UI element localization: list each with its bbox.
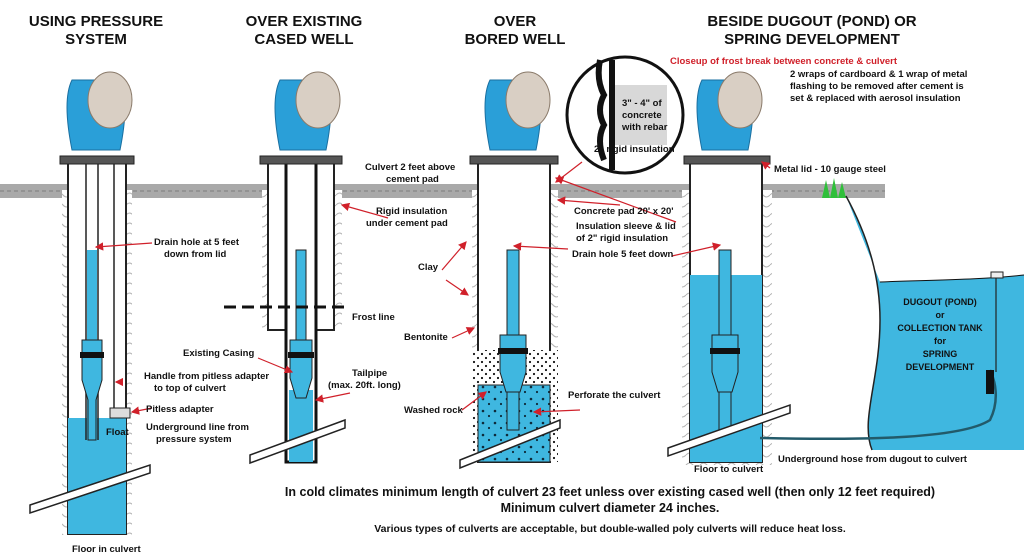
dugout-pond	[846, 196, 1024, 450]
label-concrete-pad: Concrete pad 20' x 20'	[574, 206, 674, 217]
label-handle-1: Handle from pitless adapter	[144, 371, 269, 382]
footer-line-2: Minimum culvert diameter 24 inches.	[501, 501, 720, 515]
heading-cased-1: OVER EXISTING	[246, 13, 363, 30]
label-insulation-sleeve-1: Insulation sleeve & lid	[576, 221, 676, 232]
label-washed-rock: Washed rock	[404, 405, 463, 416]
arrows	[94, 161, 771, 416]
heading-pressure-1: USING PRESSURE	[29, 13, 163, 30]
well-over-cased	[224, 71, 350, 465]
label-wraps-3: set & replaced with aerosol insulation	[790, 93, 961, 104]
label-drain-hole-1: Drain hole at 5 feet	[154, 237, 240, 248]
label-tailpipe-1: Tailpipe	[352, 368, 387, 379]
label-bentonite: Bentonite	[404, 332, 448, 343]
heading-pressure-2: SYSTEM	[65, 31, 127, 48]
footer-line-3: Various types of culverts are acceptable…	[374, 523, 846, 535]
heading-bored-1: OVER	[494, 13, 537, 30]
label-wraps-1: 2 wraps of cardboard & 1 wrap of metal	[790, 69, 967, 80]
label-closeup-concrete-1: 3" - 4" of	[622, 98, 662, 109]
label-culvert-above-1: Culvert 2 feet above	[365, 162, 455, 173]
label-perforate: Perforate the culvert	[568, 390, 661, 401]
animal-drinking-icon	[505, 71, 551, 129]
animal-drinking-icon	[87, 71, 133, 129]
label-clay: Clay	[418, 262, 439, 273]
label-culvert-above-2: cement pad	[386, 174, 439, 185]
label-pitless: Pitless adapter	[146, 404, 214, 415]
label-existing-casing: Existing Casing	[183, 348, 254, 359]
label-dugout-2: or	[936, 310, 945, 320]
label-closeup-rigid: 2" rigid insulation	[594, 144, 675, 155]
heading-dugout-2: SPRING DEVELOPMENT	[724, 31, 900, 48]
label-closeup-concrete-2: concrete	[622, 110, 662, 121]
well-beside-dugout	[667, 71, 1024, 465]
label-rigid-insulation-1: Rigid insulation	[376, 206, 447, 217]
labels: Drain hole at 5 feet down from lid Handl…	[72, 56, 983, 555]
label-dugout-3: COLLECTION TANK	[897, 323, 983, 333]
label-underground-line-1: Underground line from	[146, 422, 249, 433]
grass-icon	[822, 178, 846, 198]
label-dugout-1: DUGOUT (POND)	[903, 297, 977, 307]
label-insulation-sleeve-2: of 2" rigid insulation	[576, 233, 668, 244]
animal-drinking-icon	[295, 71, 341, 129]
label-closeup-title: Closeup of frost break between concrete …	[670, 56, 898, 67]
label-handle-2: to top of culvert	[154, 383, 227, 394]
label-drain-hole-2: down from lid	[164, 249, 226, 260]
float-icon	[986, 370, 994, 394]
label-dugout-6: DEVELOPMENT	[906, 362, 975, 372]
label-floor-in-culvert: Floor in culvert	[72, 544, 141, 555]
footer-line-1: In cold climates minimum length of culve…	[285, 485, 935, 499]
label-underground-line-2: pressure system	[156, 434, 232, 445]
label-wraps-2: flashing to be removed after cement is	[790, 81, 964, 92]
headings: USING PRESSURE SYSTEM OVER EXISTING CASE…	[29, 13, 917, 48]
heading-cased-2: CASED WELL	[254, 31, 353, 48]
label-closeup-concrete-3: with rebar	[621, 122, 668, 133]
label-metal-lid: Metal lid - 10 gauge steel	[774, 164, 886, 175]
label-frost-line: Frost line	[352, 312, 395, 323]
animal-drinking-icon	[717, 71, 763, 129]
label-underground-hose: Underground hose from dugout to culvert	[778, 454, 968, 465]
underground-hose	[759, 369, 997, 441]
label-floor-to-culvert: Floor to culvert	[694, 464, 764, 475]
label-drain-hole-down: Drain hole 5 feet down	[572, 249, 674, 260]
footer-notes: In cold climates minimum length of culve…	[285, 485, 935, 535]
well-pressure-system	[29, 71, 151, 535]
label-dugout-4: for	[934, 336, 946, 346]
frost-break-closeup	[555, 55, 685, 183]
heading-bored-2: BORED WELL	[465, 31, 566, 48]
heading-dugout-1: BESIDE DUGOUT (POND) OR	[707, 13, 916, 30]
label-float: Float	[106, 427, 130, 438]
label-tailpipe-2: (max. 20ft. long)	[328, 380, 401, 391]
label-dugout-5: SPRING	[923, 349, 958, 359]
label-rigid-insulation-2: under cement pad	[366, 218, 448, 229]
well-over-bored	[459, 71, 561, 470]
